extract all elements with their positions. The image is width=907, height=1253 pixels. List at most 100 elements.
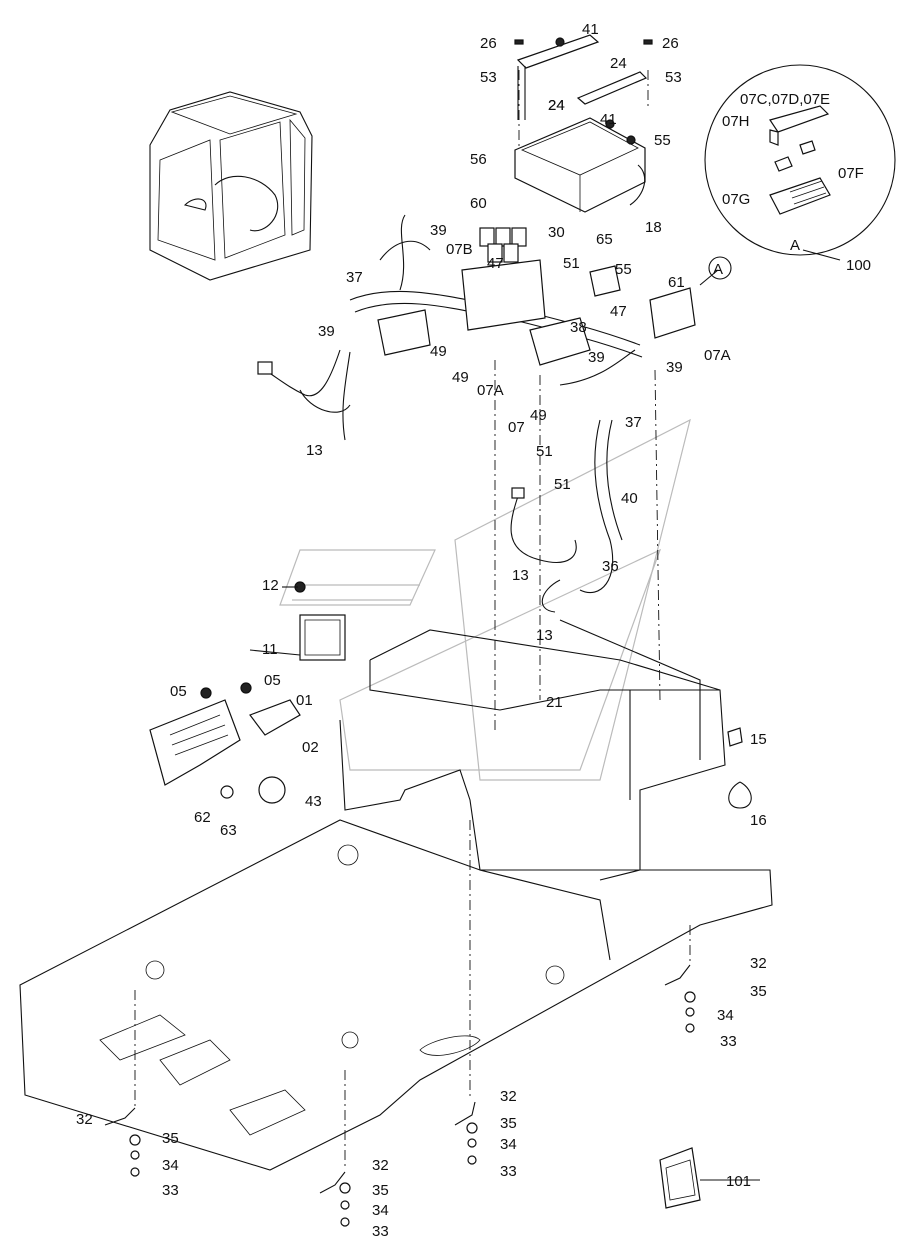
callout-label: 15 <box>750 731 767 748</box>
detail-a-circle <box>704 64 896 256</box>
callout-label: 12 <box>262 577 279 594</box>
callout-label: 07F <box>838 165 864 182</box>
watermark-logo <box>279 418 691 781</box>
callout-label: 07 <box>508 419 525 436</box>
callout-label: 26 <box>662 35 679 52</box>
callout-label: 33 <box>500 1163 517 1180</box>
callout-label: 51 <box>563 255 580 272</box>
callout-label: 39 <box>666 359 683 376</box>
callout-label: 43 <box>305 793 322 810</box>
callout-label: 32 <box>500 1088 517 1105</box>
callout-label: 07C,07D,07E <box>740 91 830 108</box>
base-plate <box>19 819 773 1171</box>
callout-label: 13 <box>512 567 529 584</box>
callout-label: 56 <box>470 151 487 168</box>
callout-label: 34 <box>162 1157 179 1174</box>
callout-label: 63 <box>220 822 237 839</box>
callout-label: 24 <box>548 97 565 114</box>
callout-label: 49 <box>452 369 469 386</box>
callout-label: 07H <box>722 113 750 130</box>
callout-label: 05 <box>264 672 281 689</box>
callout-label: 07A <box>704 347 731 364</box>
callout-label: 24 <box>610 55 627 72</box>
callout-label: 55 <box>615 261 632 278</box>
box-11 <box>299 614 346 661</box>
callout-label: 53 <box>480 69 497 86</box>
callout-label: 35 <box>500 1115 517 1132</box>
callout-label: 07B <box>446 241 473 258</box>
bracket-24-left <box>516 34 600 69</box>
ground-straps <box>104 964 696 1227</box>
fuse-relay-box <box>461 259 546 331</box>
callout-label: 02 <box>302 739 319 756</box>
socket-43 <box>258 776 286 804</box>
callout-label: 39 <box>430 222 447 239</box>
callout-label: 32 <box>750 955 767 972</box>
left-switch-panel <box>149 682 301 804</box>
callout-label: 35 <box>162 1130 179 1147</box>
callout-label: 61 <box>668 274 685 291</box>
callout-label: 32 <box>372 1157 389 1174</box>
upper-frame <box>294 581 726 961</box>
callout-label: 39 <box>318 323 335 340</box>
detail-a-label: A <box>790 237 800 254</box>
callout-label: 47 <box>487 255 504 272</box>
callout-label: 41 <box>582 21 599 38</box>
callout-label: 13 <box>306 442 323 459</box>
callout-label: 35 <box>750 983 767 1000</box>
callout-label: 11 <box>262 641 278 658</box>
callout-label: 34 <box>372 1202 389 1219</box>
callout-label: 24 <box>548 97 565 114</box>
callout-label: 35 <box>372 1182 389 1199</box>
callout-label: 21 <box>546 694 563 711</box>
callout-label: 16 <box>750 812 767 829</box>
callout-label: 100 <box>846 257 871 274</box>
callout-label: 60 <box>470 195 487 212</box>
callout-label: 51 <box>536 443 553 460</box>
callout-label: 62 <box>194 809 211 826</box>
main-wire-harness <box>257 214 696 613</box>
callout-label: 47 <box>610 303 627 320</box>
callout-label: 65 <box>596 231 613 248</box>
callout-label: 05 <box>170 683 187 700</box>
callout-label: 34 <box>717 1007 734 1024</box>
callout-label: 30 <box>548 224 565 241</box>
callout-label: 18 <box>645 219 662 236</box>
bracket-24-right <box>576 71 648 105</box>
callout-label: 40 <box>621 490 638 507</box>
callout-label: 07G <box>722 191 750 208</box>
detail-a-callout-marker: A <box>708 256 732 280</box>
controller-unit <box>514 34 653 213</box>
nut-icon <box>555 37 565 47</box>
callout-label: 33 <box>720 1033 737 1050</box>
label-leaders <box>249 249 841 1181</box>
callout-label: 41 <box>600 111 617 128</box>
callout-label: 39 <box>588 349 605 366</box>
cab-outline <box>149 91 313 281</box>
detail-a-callout-text: A <box>713 261 723 278</box>
callout-label: 34 <box>500 1136 517 1153</box>
callout-label: 07A <box>477 382 504 399</box>
callout-label: 33 <box>162 1182 179 1199</box>
callout-label: 51 <box>554 476 571 493</box>
callout-label: 53 <box>665 69 682 86</box>
connector-61 <box>649 287 696 339</box>
callout-label: 38 <box>570 319 587 336</box>
callout-label: 26 <box>480 35 497 52</box>
callout-label: 37 <box>625 414 642 431</box>
callout-label: 32 <box>76 1111 93 1128</box>
right-hardware <box>727 727 752 809</box>
callout-label: 49 <box>530 407 547 424</box>
callout-label: 33 <box>372 1223 389 1240</box>
relay-65 <box>589 265 621 297</box>
callout-label: 55 <box>654 132 671 149</box>
document-holder <box>659 1147 701 1209</box>
callout-label: 01 <box>296 692 313 709</box>
callout-label: 36 <box>602 558 619 575</box>
callout-label: 49 <box>430 343 447 360</box>
callout-label: 37 <box>346 269 363 286</box>
callout-label: 101 <box>726 1173 751 1190</box>
callout-label: 13 <box>536 627 553 644</box>
